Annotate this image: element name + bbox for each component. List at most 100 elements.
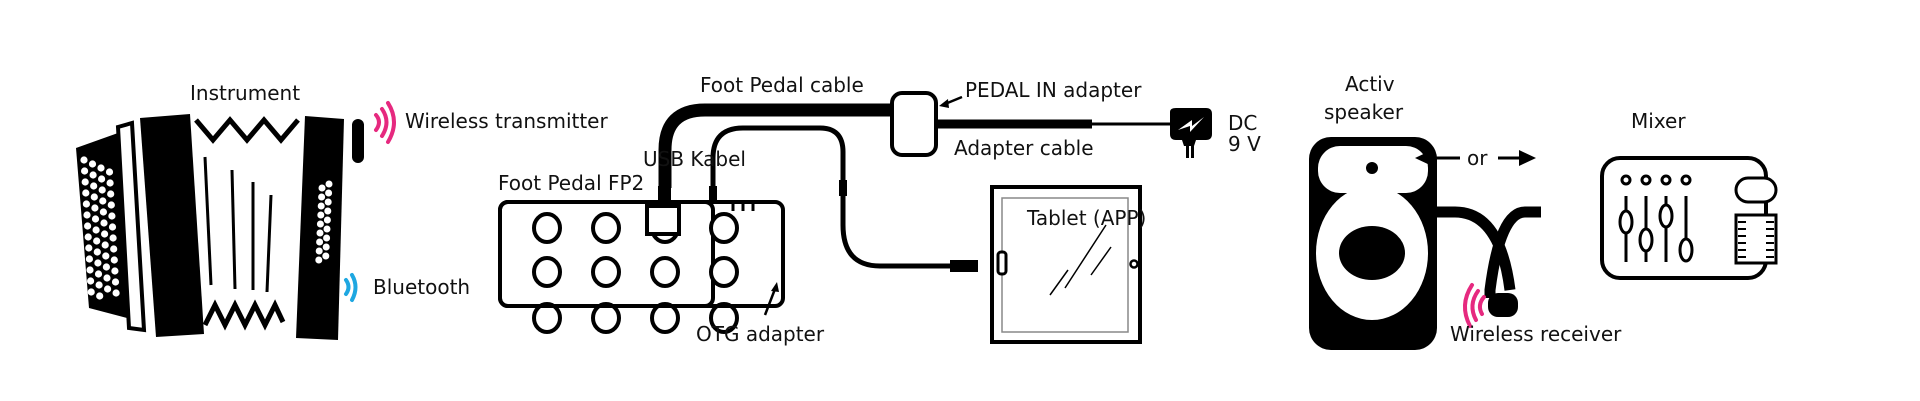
foot-pedal-cable xyxy=(658,103,900,188)
mixer-knob xyxy=(1680,174,1692,186)
otg-adapter xyxy=(950,260,978,272)
bass-button xyxy=(97,164,105,172)
treble-button xyxy=(325,180,333,188)
mixer-knob xyxy=(1640,174,1652,186)
bluetooth-label: Bluetooth xyxy=(373,275,470,299)
left-arrow-icon xyxy=(1415,150,1460,166)
bass-button xyxy=(111,278,120,286)
bass-button xyxy=(82,189,90,197)
adapter-cable-label: Adapter cable xyxy=(954,136,1094,160)
bass-button xyxy=(105,168,114,176)
speaker-label-line2: speaker xyxy=(1324,100,1404,124)
mixer-cable xyxy=(1484,206,1541,298)
speaker-label-line1: Activ xyxy=(1345,72,1395,96)
mixer-fader xyxy=(1638,227,1654,253)
arrow-icon xyxy=(939,95,963,108)
right-arrow-icon xyxy=(1498,150,1536,166)
accordion-icon xyxy=(76,114,364,340)
wireless-signal-icon xyxy=(1463,283,1486,328)
bass-button xyxy=(107,201,115,209)
bass-button xyxy=(89,171,97,179)
bass-button xyxy=(110,245,118,253)
pedal-in-adapter-label: PEDAL IN adapter xyxy=(965,78,1142,102)
bass-button xyxy=(87,277,95,285)
bass-button xyxy=(93,237,101,245)
bass-button xyxy=(92,226,100,234)
pedal-switch xyxy=(532,256,562,288)
treble-button xyxy=(322,243,330,251)
bass-button xyxy=(101,241,109,249)
bass-button xyxy=(91,204,99,212)
bass-button xyxy=(95,281,103,289)
wireless-signal-icon xyxy=(374,101,396,144)
mixer-knob xyxy=(1660,174,1672,186)
otg-adapter-label: OTG adapter xyxy=(696,322,825,346)
wireless-receiver-device xyxy=(1488,293,1518,317)
treble-button xyxy=(323,216,331,224)
treble-button xyxy=(316,220,324,228)
treble-button xyxy=(315,247,323,255)
treble-button xyxy=(324,198,332,206)
bass-button xyxy=(108,223,117,231)
bass-button xyxy=(81,178,89,186)
bass-button xyxy=(88,160,97,168)
treble-button xyxy=(317,202,325,210)
or-label: or xyxy=(1467,146,1488,170)
bass-button xyxy=(102,252,110,260)
bass-button xyxy=(80,156,88,164)
mixer-fader xyxy=(1678,237,1694,263)
tablet-label: Tablet (APP) xyxy=(1026,206,1146,230)
foot-pedal-label: Foot Pedal FP2 xyxy=(498,171,644,195)
treble-button xyxy=(318,193,326,201)
bass-button xyxy=(98,175,106,183)
bass-button xyxy=(96,292,104,300)
pedal-switch xyxy=(532,212,562,244)
treble-button xyxy=(316,238,324,246)
bass-button xyxy=(106,179,114,187)
foot-pedal-cable-label: Foot Pedal cable xyxy=(700,73,864,97)
bass-button xyxy=(90,193,98,201)
treble-button xyxy=(324,207,332,215)
bass-button xyxy=(100,219,108,227)
speaker-cable xyxy=(1437,206,1516,291)
bass-button xyxy=(82,200,90,208)
usb-cable-label: USB Kabel xyxy=(643,147,746,171)
pedal-switch xyxy=(709,256,739,288)
bass-button xyxy=(86,266,94,274)
treble-button xyxy=(323,225,331,233)
dc-label: DC xyxy=(1228,111,1257,135)
bass-button xyxy=(84,222,92,230)
bass-button xyxy=(103,274,111,282)
treble-button xyxy=(316,229,324,237)
wireless-receiver-label: Wireless receiver xyxy=(1450,322,1622,346)
bass-button xyxy=(90,182,98,190)
treble-button xyxy=(315,256,323,264)
bass-button xyxy=(108,212,116,220)
pedal-switch xyxy=(591,302,621,334)
mixer-fader xyxy=(1618,209,1634,235)
mixer-knob xyxy=(1620,174,1632,186)
tablet-icon xyxy=(990,185,1142,344)
pedal-in-adapter-icon xyxy=(890,91,938,157)
pedal-switch xyxy=(532,302,562,334)
instrument-label: Instrument xyxy=(190,81,300,105)
bass-button xyxy=(85,244,93,252)
usb-cable xyxy=(710,125,950,269)
pedal-switch xyxy=(650,256,680,288)
arrow-icon xyxy=(763,282,779,316)
foot-pedal-icon xyxy=(498,186,755,334)
bass-button xyxy=(85,255,93,263)
bass-button xyxy=(110,256,118,264)
bass-button xyxy=(104,285,112,293)
bass-button xyxy=(87,288,95,296)
bass-button xyxy=(109,234,117,242)
bass-button xyxy=(83,211,91,219)
bass-button xyxy=(101,230,109,238)
bass-button xyxy=(99,197,107,205)
treble-button xyxy=(318,184,326,192)
bluetooth-signal-icon xyxy=(344,273,358,302)
pedal-switch xyxy=(709,212,739,244)
mixer-icon xyxy=(1600,156,1778,280)
power-plug-icon xyxy=(1170,108,1212,158)
